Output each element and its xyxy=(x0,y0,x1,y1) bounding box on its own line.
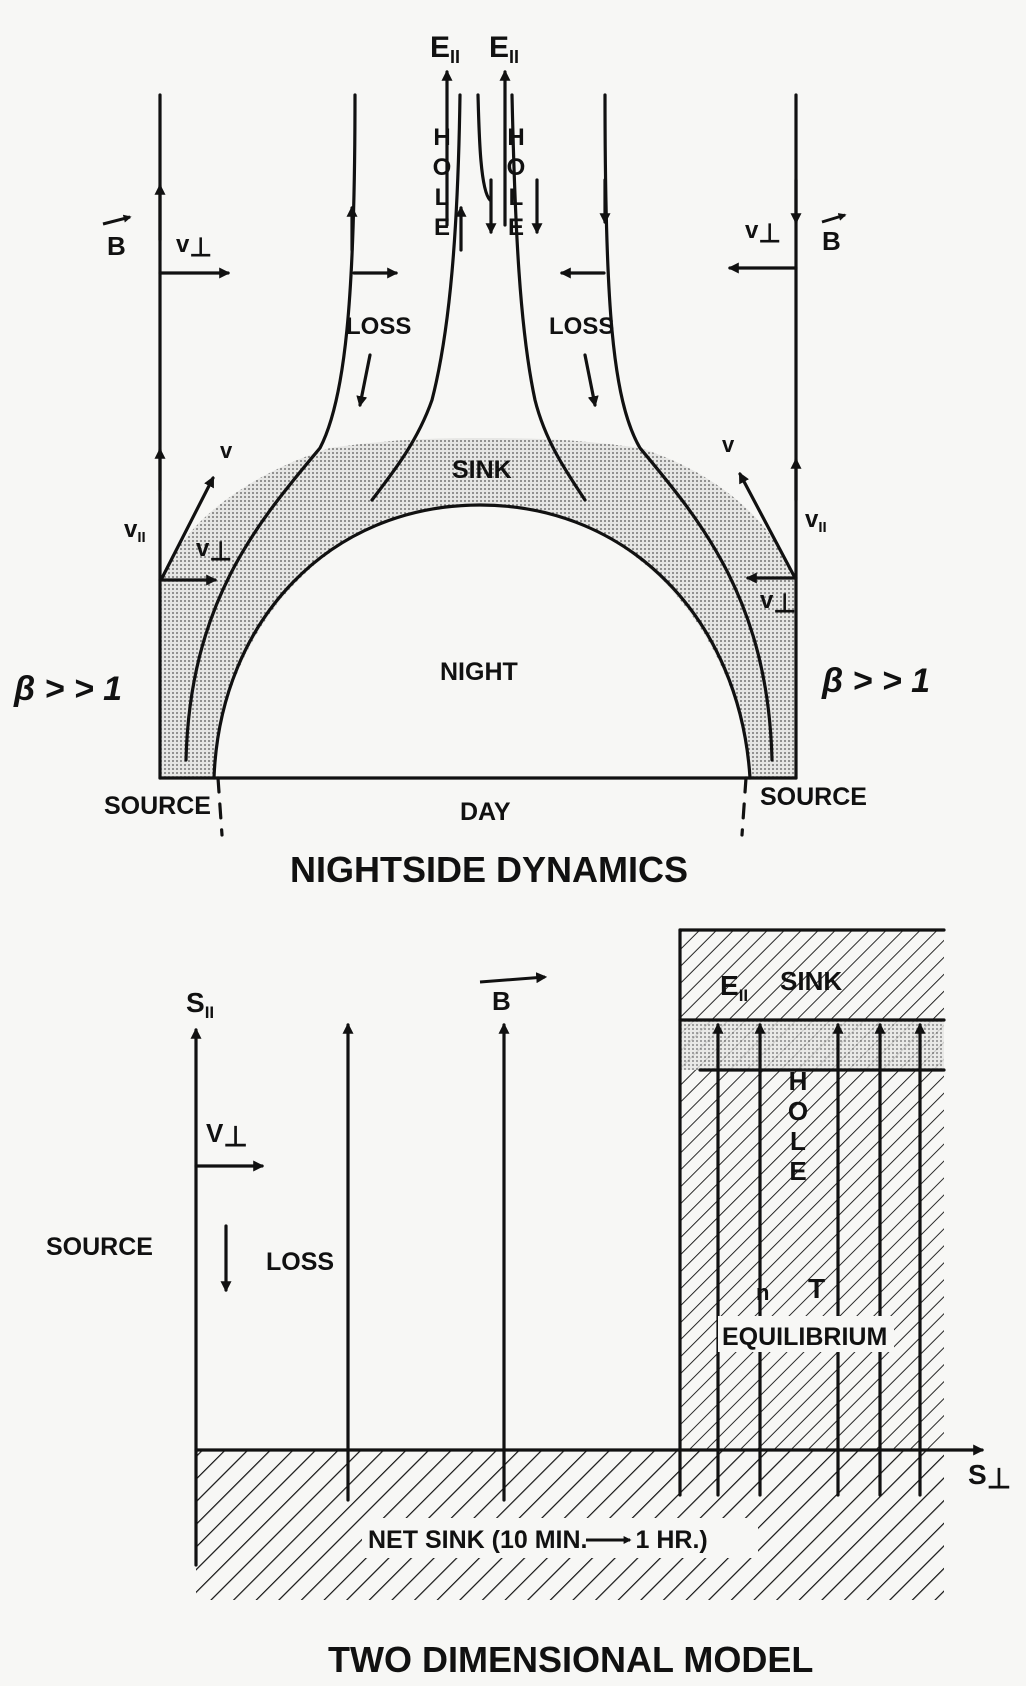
two-dimensional-title: TWO DIMENSIONAL MODEL xyxy=(328,1639,813,1680)
b-vector-arrow xyxy=(479,972,548,984)
loss-label-left: LOSS xyxy=(346,313,411,340)
hole-letter: H xyxy=(507,124,524,151)
day-label: DAY xyxy=(460,798,511,826)
s-perp-label: S⊥ xyxy=(968,1459,1011,1494)
hole-letter: L xyxy=(435,184,450,211)
loss-label-right: LOSS xyxy=(549,313,614,340)
net-sink-label-bg xyxy=(362,1518,758,1558)
v-perp-lower-label-left: v⊥ xyxy=(196,535,232,566)
hole-letter: H xyxy=(789,1066,808,1096)
hole-letter: L xyxy=(509,184,524,211)
hole-letter: H xyxy=(433,124,450,151)
beta-label-left: β > > 1 xyxy=(13,670,122,708)
field-line-left-inner xyxy=(370,93,462,502)
day-boundary-right xyxy=(740,776,748,837)
night-label: NIGHT xyxy=(440,658,518,686)
v-label-left: v xyxy=(220,438,233,463)
s-parallel-label: SII xyxy=(186,987,214,1022)
v-diagonal-arrow-left xyxy=(160,476,215,580)
v-perp-label-right: v⊥ xyxy=(745,217,781,248)
b-vector-label-left: B xyxy=(107,231,126,261)
sink-label: SINK xyxy=(780,966,842,996)
hole-letter: O xyxy=(788,1096,808,1126)
b-vector-arrow-left xyxy=(102,214,132,226)
loss-arrow-left xyxy=(356,353,372,408)
hole-band xyxy=(680,1020,944,1070)
e-parallel-label-left: EII xyxy=(430,31,460,67)
sink-label: SINK xyxy=(452,456,512,484)
hole-letter: O xyxy=(507,154,526,181)
day-boundary-left xyxy=(216,776,224,837)
hole-letter: E xyxy=(508,214,524,241)
e-parallel-label-right: EII xyxy=(489,31,519,67)
night-boundary-arc xyxy=(212,503,752,780)
equilibrium-label-bg xyxy=(718,1316,894,1352)
field-line-left-outer xyxy=(184,93,357,762)
loss-label: LOSS xyxy=(266,1248,334,1276)
right-column-region xyxy=(680,930,944,1450)
n-label: n xyxy=(756,1280,769,1305)
beta-label-right: β > > 1 xyxy=(821,662,930,700)
loss-arrow-right xyxy=(583,353,599,408)
sink-region xyxy=(160,438,796,778)
v-perp-lower-label-right: v⊥ xyxy=(760,587,796,618)
b-vector-label-right: B xyxy=(822,226,841,256)
v-diagonal-arrow-right xyxy=(738,472,796,578)
field-line-center xyxy=(476,93,492,202)
source-label: SOURCE xyxy=(46,1233,153,1261)
b-vector-arrow-right xyxy=(821,213,847,224)
equilibrium-label: EQUILIBRIUM xyxy=(722,1323,887,1351)
field-line-right-outer xyxy=(603,93,774,762)
field-line-right-inner xyxy=(510,93,587,502)
hole-letter: E xyxy=(789,1156,806,1186)
v-par-label-right: vII xyxy=(805,506,827,536)
v-perp-label: V⊥ xyxy=(206,1118,248,1152)
b-vector-label: B xyxy=(492,986,511,1016)
e-parallel-label: EII xyxy=(720,970,748,1005)
source-label-left: SOURCE xyxy=(104,792,211,820)
hole-letter: E xyxy=(434,214,450,241)
net-sink-label: NET SINK (10 MIN.1 HR.) xyxy=(368,1526,708,1554)
v-perp-label-left: v⊥ xyxy=(176,231,212,262)
v-label-right: v xyxy=(722,432,735,457)
nightside-title: NIGHTSIDE DYNAMICS xyxy=(290,849,688,890)
v-par-label-left: vII xyxy=(124,516,146,546)
source-label-right: SOURCE xyxy=(760,783,867,811)
hole-letter: L xyxy=(790,1126,806,1156)
hole-letter: O xyxy=(433,154,452,181)
t-label: T xyxy=(808,1273,825,1304)
